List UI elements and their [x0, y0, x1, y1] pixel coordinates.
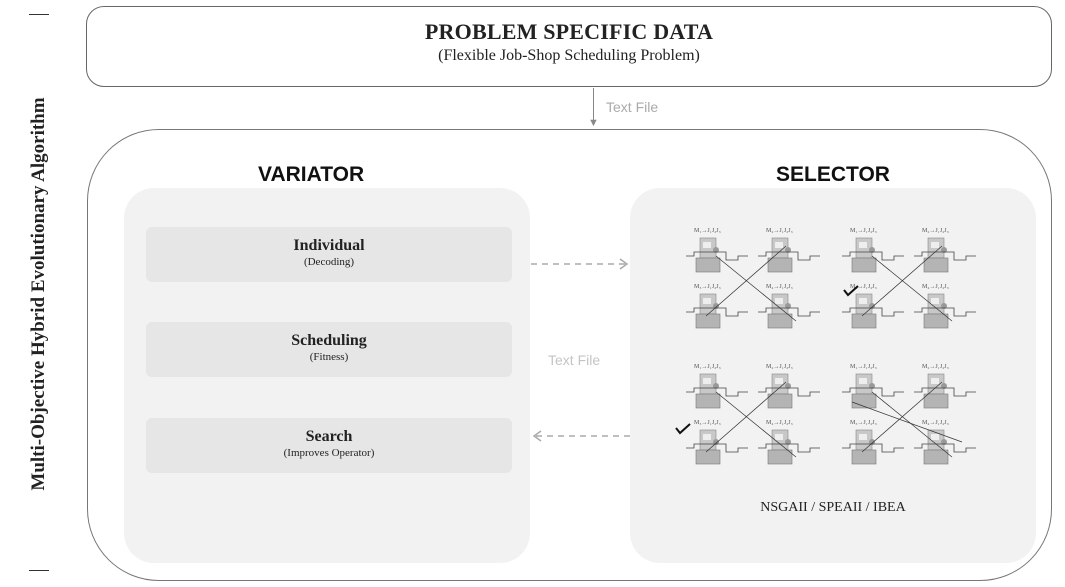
machine-icon [767, 429, 793, 465]
machine-icon [767, 373, 793, 409]
selector-algorithms: NSGAII / SPEAII / IBEA [760, 500, 906, 515]
machine-label: M₁→J₁J₂J₃ [694, 228, 721, 234]
step-subtitle: (Decoding) [303, 256, 355, 268]
schedule-trace [686, 307, 748, 317]
machine-icon [851, 373, 877, 409]
schedule-link [871, 255, 953, 322]
schedule-trace [914, 307, 976, 317]
machine-label: M₂→J₁J₂J₃ [922, 364, 949, 370]
machine-icon [851, 237, 877, 273]
schedule-trace [686, 387, 748, 397]
schedule-link [861, 245, 943, 317]
step-name: Individual [293, 237, 365, 254]
side-title: Multi-Objective Hybrid Evolutionary Algo… [24, 14, 54, 571]
machine-icon [923, 237, 949, 273]
arrow-to-variator [532, 430, 630, 442]
machine-label: M₃→J₁J₂J₃ [694, 284, 721, 290]
machine-label: M₄→J₁J₂J₃ [766, 420, 793, 426]
machine-icon [695, 237, 721, 273]
machine-icon [923, 373, 949, 409]
machine-label: M₃→J₁J₂J₃ [850, 420, 877, 426]
machine-icon [695, 293, 721, 329]
problem-data-subtitle: (Flexible Job-Shop Scheduling Problem) [438, 47, 700, 64]
schedule-trace [758, 307, 820, 317]
schedule-diagram: M₁→J₁J₂J₃ M₂→J₁J₂J₃ M₃→J₁J₂J₃ M₄→J₁J₂J₃ [842, 364, 976, 465]
machine-label: M₃→J₁J₂J₃ [694, 420, 721, 426]
step-name: Search [305, 428, 353, 445]
step-individual: Individual (Decoding) [146, 227, 512, 282]
side-title-bottom-rule [29, 570, 49, 571]
machine-icon [923, 293, 949, 329]
schedule-trace [758, 387, 820, 397]
checkmark-icon [675, 423, 691, 435]
input-connector-line [593, 88, 594, 122]
step-subtitle: (Fitness) [309, 351, 349, 363]
step-scheduling: Scheduling (Fitness) [146, 322, 512, 377]
machine-label: M₂→J₁J₂J₃ [766, 228, 793, 234]
variator-heading: VARIATOR [258, 163, 365, 186]
side-title-top-rule [29, 14, 49, 15]
schedule-link [705, 245, 787, 317]
algorithm-container [87, 129, 1052, 581]
machine-icon [851, 429, 877, 465]
schedule-diagram: M₁→J₁J₂J₃ M₂→J₁J₂J₃ M₃→J₁J₂J₃ M₄→J₁J₂J₃ [686, 364, 820, 465]
machine-label: M₁→J₁J₂J₃ [694, 364, 721, 370]
selector-panel [630, 188, 1036, 563]
input-connector-label: Text File [606, 99, 659, 115]
machine-label: M₁→J₁J₂J₃ [850, 228, 877, 234]
problem-data-box: PROBLEM SPECIFIC DATA (Flexible Job-Shop… [86, 6, 1052, 87]
schedule-link [705, 381, 787, 453]
schedule-trace [842, 387, 904, 397]
schedule-trace [686, 443, 748, 453]
schedule-trace [758, 443, 820, 453]
schedule-link [871, 391, 953, 458]
machine-label: M₄→J₁J₂J₃ [766, 284, 793, 290]
machine-icon [695, 373, 721, 409]
schedule-link [715, 391, 797, 458]
arrow-to-selector [531, 258, 629, 270]
schedule-link [715, 255, 797, 322]
schedule-trace [914, 387, 976, 397]
schedule-link [851, 401, 963, 443]
machine-icon [767, 293, 793, 329]
step-subtitle: (Improves Operator) [283, 447, 375, 459]
step-name: Scheduling [291, 332, 367, 349]
machine-label: M₄→J₁J₂J₃ [922, 284, 949, 290]
machine-icon [923, 429, 949, 465]
machine-icon [767, 237, 793, 273]
schedule-link [861, 381, 943, 453]
schedule-trace [842, 443, 904, 453]
machine-label: M₂→J₁J₂J₃ [766, 364, 793, 370]
problem-data-title: PROBLEM SPECIFIC DATA [424, 19, 714, 44]
down-arrow-icon: ▼ [588, 117, 599, 129]
exchange-connector-label: Text File [548, 352, 601, 368]
schedule-trace [842, 251, 904, 261]
machine-label: M₃→J₁J₂J₃ [850, 284, 877, 290]
step-search: Search (Improves Operator) [146, 418, 512, 473]
schedule-trace [686, 251, 748, 261]
machine-label: M₄→J₁J₂J₃ [922, 420, 949, 426]
checkmark-icon [843, 285, 859, 297]
schedule-diagram: M₁→J₁J₂J₃ M₂→J₁J₂J₃ M₃→J₁J₂J₃ M₄→J₁J₂J₃ [686, 228, 820, 329]
schedule-trace [758, 251, 820, 261]
schedule-trace [914, 251, 976, 261]
machine-icon [695, 429, 721, 465]
schedule-trace [914, 443, 976, 453]
machine-icon [851, 293, 877, 329]
machine-label: M₂→J₁J₂J₃ [922, 228, 949, 234]
machine-label: M₁→J₁J₂J₃ [850, 364, 877, 370]
schedule-trace [842, 307, 904, 317]
schedule-diagram: M₁→J₁J₂J₃ M₂→J₁J₂J₃ M₃→J₁J₂J₃ M₄→J₁J₂J₃ [842, 228, 976, 329]
selector-heading: SELECTOR [776, 163, 890, 186]
